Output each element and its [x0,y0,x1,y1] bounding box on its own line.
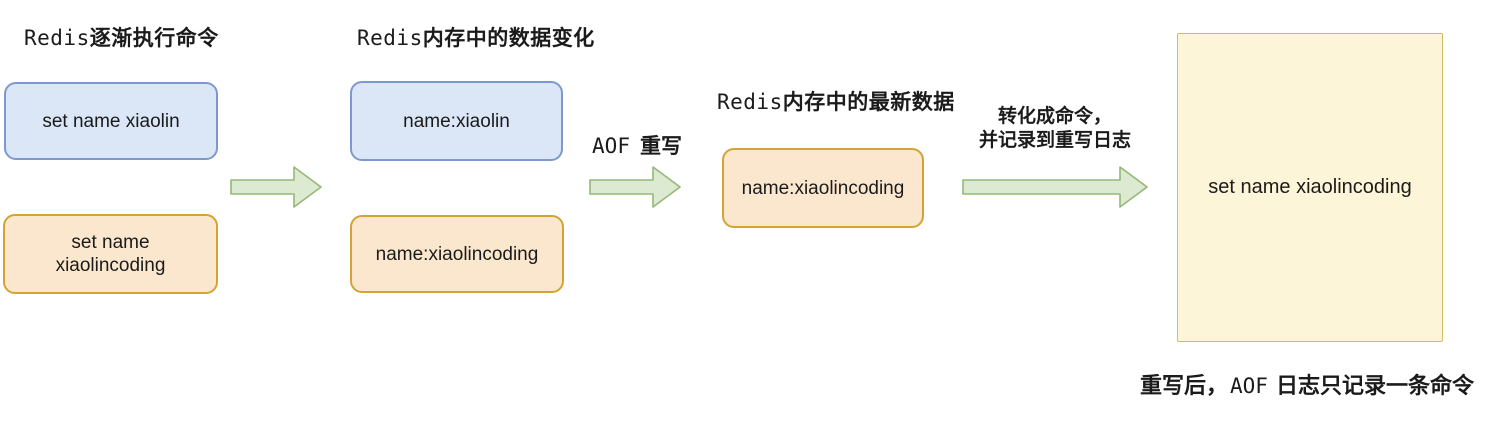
final-caption: 重写后，AOF 日志只记录一条命令 [1140,368,1474,400]
command-box-set-name-xiaolincoding: set name xiaolincoding [3,214,218,294]
latest-memory-box: name:xiaolincoding [722,148,924,228]
command-line1: set name [71,232,150,253]
convert-label-line1: 转化成命令， [997,106,1112,127]
aof-log-box-label: set name xiaolincoding [1208,176,1412,198]
stage2-title-prefix: Redis [357,26,423,50]
caption-mono: AOF [1230,374,1268,398]
stage3-title: Redis内存中的最新数据 [717,86,955,116]
caption-zh1: 重写后， [1140,373,1229,398]
stage1-title-prefix: Redis [24,26,90,50]
command-box-label: set name xiaolin [42,110,180,132]
stage1-title: Redis逐渐执行命令 [24,22,219,52]
command-box-label: set name xiaolincoding [56,231,166,277]
arrow-right-icon [589,165,682,209]
caption-zh2: 日志只记录一条命令 [1275,373,1474,398]
arrow-right-icon [962,165,1149,209]
stage2-title: Redis内存中的数据变化 [357,22,595,52]
latest-memory-box-label: name:xiaolincoding [741,177,905,199]
aof-rewrite-label-rest: 重写 [639,135,682,158]
aof-log-box: set name xiaolincoding [1177,33,1443,342]
convert-to-command-label: 转化成命令， 并记录到重写日志 [955,105,1155,153]
command-box-set-name-xiaolin: set name xiaolin [4,82,218,160]
stage2-title-rest: 内存中的数据变化 [422,27,595,50]
memory-box-name-xiaolincoding: name:xiaolincoding [350,215,564,293]
convert-label-line2: 并记录到重写日志 [978,130,1131,151]
memory-box-label: name:xiaolin [403,110,510,132]
stage3-title-prefix: Redis [717,90,783,114]
arrow-right-icon [230,165,323,209]
memory-box-name-xiaolin: name:xiaolin [350,81,563,161]
stage3-title-rest: 内存中的最新数据 [782,91,955,114]
aof-rewrite-label-prefix: AOF [592,134,630,158]
command-line2: xiaolincoding [55,255,166,276]
aof-rewrite-label: AOF 重写 [577,130,697,160]
memory-box-label: name:xiaolincoding [375,243,539,265]
stage1-title-rest: 逐渐执行命令 [89,27,219,50]
